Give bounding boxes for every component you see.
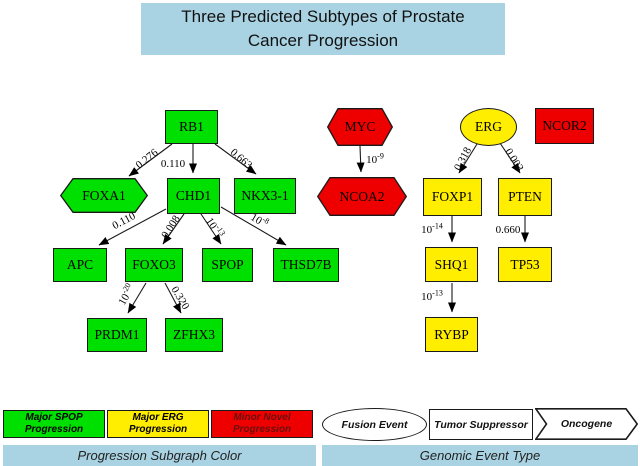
node-ncoa2-label: NCOA2 <box>339 188 385 204</box>
node-spop: SPOP <box>202 248 253 282</box>
node-erg: ERG <box>460 108 517 146</box>
node-myc: MYC <box>327 108 393 146</box>
node-erg-label: ERG <box>475 119 502 134</box>
edge-label-foxp1-shq1: 10-14 <box>421 221 443 236</box>
edge-label-erg-pten: 0.003 <box>502 146 526 174</box>
node-tp53: TP53 <box>498 247 552 282</box>
edge-label-rb1-nkx31: 0.663 <box>227 146 255 172</box>
node-rybp-label: RYBP <box>434 326 469 342</box>
node-ncor2-label: NCOR2 <box>542 118 587 133</box>
node-ncor2: NCOR2 <box>535 108 594 144</box>
edge-label-chd1-thsd7b: 10-8 <box>248 211 272 228</box>
edge-label-chd1-apc: 0.110 <box>110 209 138 233</box>
node-zfhx3: ZFHX3 <box>165 318 223 352</box>
node-foxo3: FOXO3 <box>125 248 183 282</box>
edge-label-erg-foxp1: 0.318 <box>451 145 475 173</box>
edge-label-foxo3-prdm1: 10-20 <box>116 281 133 308</box>
node-apc-label: APC <box>66 257 94 272</box>
legend-minor-novel: Minor Novel Progression <box>211 410 313 438</box>
edge-label-myc-ncoa2: 10-9 <box>366 151 384 166</box>
legend-oncogene-label: Oncogene <box>560 418 613 430</box>
node-nkx31: NKX3-1 <box>234 178 296 214</box>
node-shq1-label: SHQ1 <box>434 256 469 272</box>
legend-event-type-title: Genomic Event Type <box>322 445 638 466</box>
node-chd1-label: CHD1 <box>175 188 212 203</box>
legend-major-spop-label: Major SPOP Progression <box>24 412 84 435</box>
edge-label-pten-tp53: 0.660 <box>495 224 521 236</box>
legend-subgraph-title: Progression Subgraph Color <box>3 445 316 466</box>
node-rb1-label: RB1 <box>179 119 204 134</box>
edge-label-rb1-chd1: 0.110 <box>160 158 186 170</box>
hexagon-shape <box>327 108 393 146</box>
node-rybp: RYBP <box>425 317 478 352</box>
node-chd1: CHD1 <box>167 178 220 214</box>
legend-major-erg-label: Major ERG Progression <box>128 412 188 435</box>
node-myc-label: MYC <box>344 119 376 134</box>
node-prdm1: PRDM1 <box>87 318 147 352</box>
legend-major-spop: Major SPOP Progression <box>3 410 105 438</box>
edge-label-chd1-foxo3: 0.008 <box>159 213 183 241</box>
legend-oncogene: Oncogene <box>535 408 638 440</box>
edge-myc-ncoa2 <box>356 145 365 173</box>
node-rb1: RB1 <box>165 110 218 144</box>
node-foxa1: FOXA1 <box>60 178 148 213</box>
node-pten: PTEN <box>498 178 552 216</box>
legend-tumor-suppressor-label: Tumor Suppressor <box>434 418 528 431</box>
edge-label-shq1-rybp: 10-13 <box>421 288 443 303</box>
edge-label-foxo3-zfhx3: 0.320 <box>168 284 192 312</box>
node-foxp1: FOXP1 <box>423 178 482 216</box>
node-tp53-label: TP53 <box>510 256 540 272</box>
node-apc: APC <box>53 248 107 282</box>
hexagon-shape <box>60 178 148 213</box>
node-thsd7b: THSD7B <box>273 248 339 282</box>
node-thsd7b-label: THSD7B <box>280 257 332 272</box>
legend-fusion-event: Fusion Event <box>322 408 427 441</box>
node-zfhx3-label: ZFHX3 <box>172 327 215 342</box>
node-foxa1-label: FOXA1 <box>82 187 126 203</box>
node-nkx31-label: NKX3-1 <box>241 188 289 203</box>
oncogene-shape <box>535 408 638 440</box>
legend-major-erg: Major ERG Progression <box>107 410 209 438</box>
node-foxp1-label: FOXP1 <box>431 189 474 204</box>
hexagon-shape <box>317 177 407 216</box>
edge-label-chd1-spop: 10-13 <box>203 215 228 238</box>
node-ncoa2: NCOA2 <box>317 177 407 216</box>
edge-label-rb1-foxa1: 0.276 <box>133 146 161 172</box>
legend-tumor-suppressor: Tumor Suppressor <box>429 409 533 440</box>
node-pten-label: PTEN <box>508 189 542 204</box>
node-foxo3-label: FOXO3 <box>132 257 176 272</box>
page-title: Three Predicted Subtypes of Prostate Can… <box>141 3 505 55</box>
legend-fusion-event-label: Fusion Event <box>341 418 408 431</box>
node-shq1: SHQ1 <box>425 247 478 282</box>
node-prdm1-label: PRDM1 <box>94 327 140 342</box>
legend-minor-novel-label: Minor Novel Progression <box>232 412 292 435</box>
node-spop-label: SPOP <box>211 257 244 272</box>
